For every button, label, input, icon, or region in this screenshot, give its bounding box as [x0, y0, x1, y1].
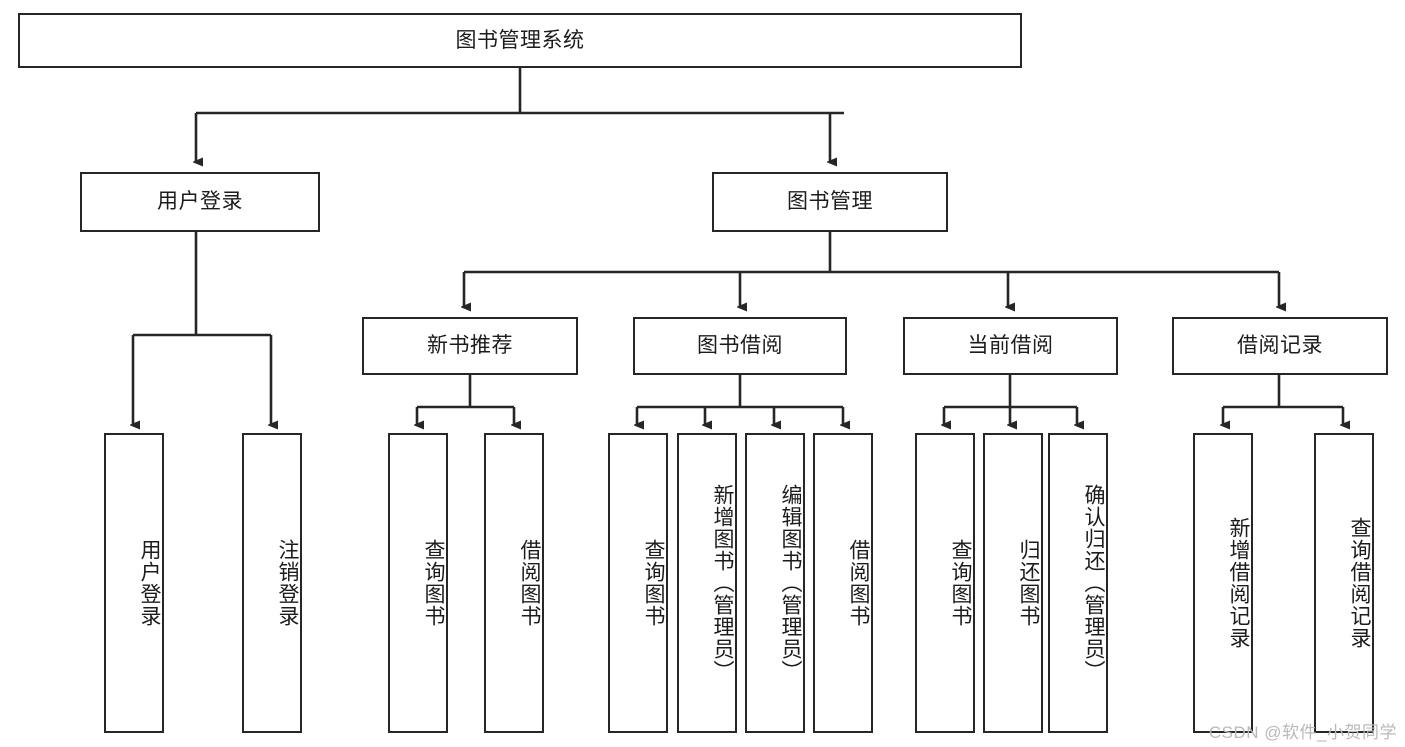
leaf-new-book-borrow-book[interactable]: 借阅图书	[484, 433, 544, 733]
node-label: 确认归还（管理员）	[1082, 484, 1105, 682]
leaf-current-borrow-return-book[interactable]: 归还图书	[983, 433, 1043, 733]
node-book-borrow[interactable]: 图书借阅	[633, 317, 847, 375]
csdn-watermark: CSDN @软件_小贺同学	[1208, 723, 1397, 742]
leaf-current-borrow-query-book[interactable]: 查询图书	[915, 433, 975, 733]
node-label: 图书借阅	[697, 334, 783, 358]
node-label: 图书管理系统	[455, 28, 585, 52]
node-label: 当前借阅	[967, 334, 1054, 358]
node-root-book-management-system[interactable]: 图书管理系统	[18, 13, 1022, 68]
leaf-borrow-record-add-record[interactable]: 新增借阅记录	[1193, 433, 1253, 733]
node-label: 借阅图书	[518, 539, 541, 627]
node-user-login[interactable]: 用户登录	[80, 172, 320, 232]
leaf-book-borrow-borrow-book[interactable]: 借阅图书	[813, 433, 873, 733]
node-book-management[interactable]: 图书管理	[712, 172, 948, 232]
node-label: 编辑图书（管理员）	[779, 484, 802, 682]
leaf-book-borrow-edit-book-admin[interactable]: 编辑图书（管理员）	[745, 433, 805, 733]
node-label: 借阅图书	[847, 539, 870, 627]
node-new-book-recommend[interactable]: 新书推荐	[362, 317, 578, 375]
node-label: 借阅记录	[1237, 334, 1323, 358]
leaf-user-login-login[interactable]: 用户登录	[104, 433, 164, 733]
leaf-book-borrow-add-book-admin[interactable]: 新增图书（管理员）	[677, 433, 737, 733]
node-label: 查询借阅记录	[1348, 517, 1371, 649]
node-label: 注销登录	[276, 539, 299, 627]
leaf-borrow-record-query-record[interactable]: 查询借阅记录	[1314, 433, 1374, 733]
node-label: 查询图书	[949, 539, 972, 627]
node-borrow-record[interactable]: 借阅记录	[1172, 317, 1388, 375]
node-label: 新增图书（管理员）	[711, 484, 734, 682]
node-label: 归还图书	[1017, 539, 1040, 627]
node-label: 图书管理	[787, 190, 873, 214]
node-label: 新书推荐	[427, 334, 513, 358]
leaf-new-book-query-book[interactable]: 查询图书	[388, 433, 448, 733]
leaf-book-borrow-query-book[interactable]: 查询图书	[608, 433, 668, 733]
leaf-user-login-logout[interactable]: 注销登录	[242, 433, 302, 733]
node-label: 查询图书	[422, 539, 445, 627]
node-label: 新增借阅记录	[1227, 517, 1250, 649]
leaf-current-borrow-confirm-return-admin[interactable]: 确认归还（管理员）	[1048, 433, 1108, 733]
node-label: 用户登录	[157, 190, 243, 214]
node-label: 用户登录	[138, 539, 161, 627]
node-current-borrow[interactable]: 当前借阅	[903, 317, 1118, 375]
node-label: 查询图书	[642, 539, 665, 627]
